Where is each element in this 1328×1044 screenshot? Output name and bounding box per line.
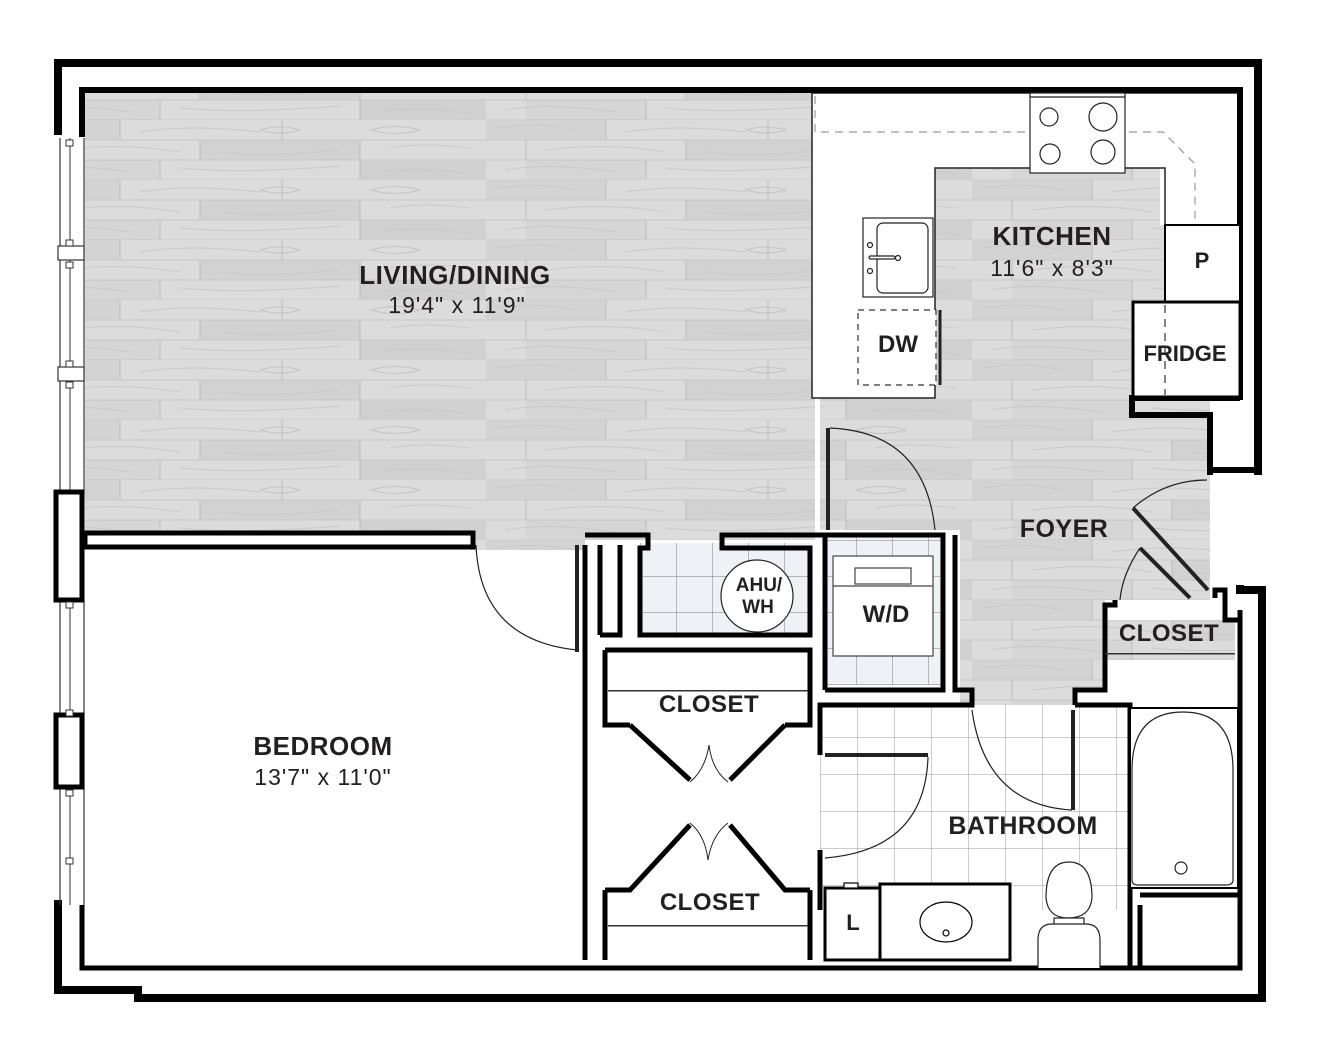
doors [475, 310, 1210, 861]
label-washer-dryer: W/D [862, 601, 910, 628]
linen-closet-box [823, 882, 882, 962]
toilet-icon [1037, 861, 1101, 968]
label-ahu-line2: WH [742, 597, 774, 618]
dishwasher-outline [857, 309, 937, 386]
label-fridge: FRIDGE [1143, 341, 1227, 366]
room-dim-living-dining: 19'4" x 11'9" [388, 292, 526, 318]
wood-floor [85, 93, 1235, 705]
kitchen-sink-icon [862, 217, 934, 298]
room-label-kitchen: KITCHEN [992, 221, 1112, 251]
room-label-bathroom: BATHROOM [948, 812, 1098, 840]
label-ahu-line1: AHU/ [735, 575, 783, 596]
room-dim-kitchen: 11'6" x 8'3" [990, 255, 1114, 281]
fridge-box [1131, 300, 1242, 399]
wd-closet-rail [608, 690, 808, 692]
interior-walls [82, 530, 1240, 968]
room-label-closet-upper: CLOSET [658, 691, 760, 718]
foyer-closet-rail [1105, 653, 1235, 655]
vanity-sink-icon [878, 882, 1012, 962]
room-label-closet-lower: CLOSET [659, 889, 761, 916]
room-label-foyer: FOYER [1019, 515, 1109, 543]
ahu-wh-icon [720, 559, 794, 633]
washer-dryer-icon [832, 555, 934, 657]
room-dim-bedroom: 13'7" x 11'0" [254, 764, 392, 790]
lower-closet-rail [608, 925, 808, 927]
label-dishwasher: DW [878, 331, 918, 358]
label-linen: L [846, 910, 860, 935]
bathtub-icon [1129, 707, 1239, 889]
window-strip [53, 138, 85, 905]
room-label-bedroom: BEDROOM [253, 731, 393, 761]
pantry-box [1164, 224, 1241, 303]
room-label-living-dining: LIVING/DINING [359, 260, 551, 290]
label-pantry: P [1194, 248, 1210, 273]
cooktop-icon [1029, 92, 1126, 174]
room-label-closet-foyer: CLOSET [1118, 620, 1220, 647]
